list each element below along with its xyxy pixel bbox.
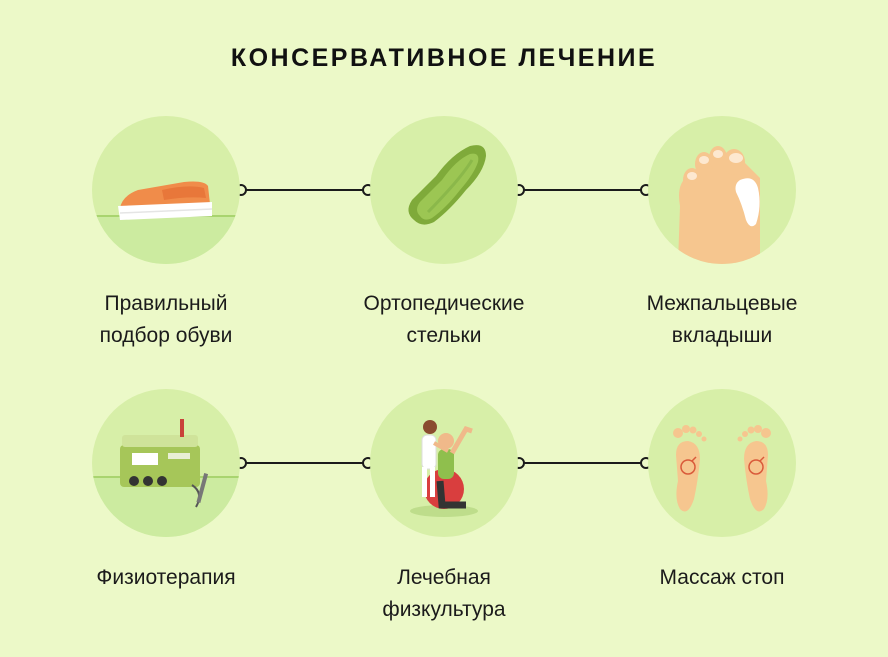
label-exercise-therapy: Лечебная физкультура <box>382 566 506 621</box>
insole-icon <box>370 116 518 264</box>
label-toe-spacers: Межпальцевые вкладыши <box>646 292 798 347</box>
label-physiotherapy: Физиотерапия <box>96 566 236 589</box>
label-shoes: Правильный подбор обуви <box>99 292 233 347</box>
exercise-therapy-icon <box>370 389 518 537</box>
label-foot-massage: Массаж стоп <box>659 566 785 589</box>
physiotherapy-device-icon <box>92 389 240 537</box>
shoe-icon <box>92 116 240 264</box>
toe-spacer-icon <box>648 116 796 264</box>
foot-massage-icon <box>648 389 796 537</box>
label-insoles: Ортопедические стельки <box>363 292 525 347</box>
page-title: КОНСЕРВАТИВНОЕ ЛЕЧЕНИЕ <box>230 44 658 72</box>
